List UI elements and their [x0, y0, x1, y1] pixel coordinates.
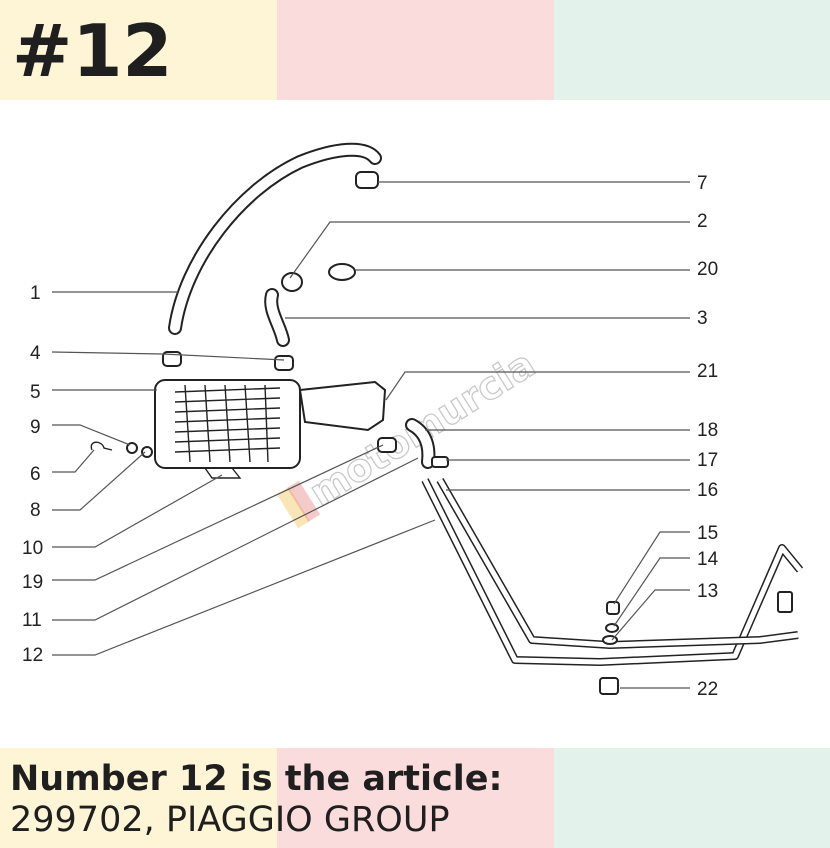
callout-22: 22: [697, 679, 718, 700]
header-band-pink: [277, 0, 554, 100]
part-8: [141, 446, 153, 458]
part-cover-21: [298, 380, 387, 432]
callout-2: 2: [697, 211, 708, 232]
part-clip-4b: [274, 355, 294, 371]
callout-20: 20: [697, 259, 718, 280]
callout-9: 9: [30, 417, 41, 438]
header-band: [0, 0, 830, 100]
callout-17: 17: [697, 450, 718, 471]
part-ring-20: [328, 263, 356, 281]
callout-14: 14: [697, 549, 719, 570]
part-bracket-10: [204, 467, 242, 479]
callout-11: 11: [22, 610, 42, 631]
callout-line-9: [52, 424, 131, 446]
callout-line-11: [52, 457, 419, 621]
callout-12: 12: [22, 645, 43, 666]
caption-title: Number 12 is the article:: [10, 759, 503, 799]
callout-1: 1: [30, 283, 41, 304]
callout-6: 6: [30, 464, 41, 485]
callout-18: 18: [697, 420, 718, 441]
part-bolt-15: [606, 601, 620, 615]
callout-16: 16: [697, 480, 718, 501]
callout-line-13: [611, 589, 690, 641]
part-17: [431, 456, 449, 468]
callout-line-4: [51, 351, 285, 361]
callouts: 1 2 3 4 5 6 7 8 9 10 11 12 13 14 15 16 1: [22, 173, 719, 700]
watermark: motomurcia: [276, 341, 543, 529]
page-number: #12: [12, 9, 173, 93]
footer-band-yellow: [0, 748, 277, 848]
caption: Number 12 is the article: 299702, PIAGGI…: [10, 758, 502, 840]
part-clip-4a: [162, 351, 182, 367]
callout-21: 21: [697, 361, 718, 382]
watermark-logo-bar: [276, 486, 310, 529]
footer-band: [0, 748, 830, 848]
part-9: [126, 442, 138, 454]
parts-diagram: motomurcia: [22, 142, 804, 700]
callout-line-12: [52, 519, 436, 656]
part-pipe-12: [421, 478, 804, 666]
callout-19: 19: [22, 572, 43, 593]
callout-line-2: [289, 221, 690, 279]
part-clamp-7: [355, 171, 379, 189]
callout-8: 8: [30, 500, 41, 521]
callout-line-6: [52, 449, 95, 473]
header-band-green: [554, 0, 830, 100]
callout-7: 7: [697, 173, 708, 194]
part-19: [377, 437, 397, 453]
callout-line-8: [52, 451, 146, 511]
footer-band-green: [554, 748, 830, 848]
callout-line-19: [52, 444, 384, 581]
callout-line-21: [385, 371, 690, 401]
part-hose-1: [168, 142, 382, 335]
callout-15: 15: [697, 523, 718, 544]
part-nut-2: [281, 272, 303, 292]
callout-5: 5: [30, 382, 41, 403]
part-hose-3: [264, 288, 290, 347]
part-nut-22: [599, 677, 619, 695]
part-washer-14: [605, 623, 619, 633]
header-band-yellow: [0, 0, 277, 100]
callout-13: 13: [697, 581, 718, 602]
callout-10: 10: [22, 538, 43, 559]
callout-4: 4: [30, 343, 41, 364]
callout-line-14: [613, 557, 690, 627]
part-radiator-5: [154, 379, 301, 469]
callout-3: 3: [697, 308, 708, 329]
footer-band-pink: [277, 748, 554, 848]
part-6: [90, 441, 113, 451]
part-pipe-bracket: [777, 591, 793, 613]
callout-line-10: [52, 474, 223, 548]
callout-line-15: [613, 531, 690, 605]
caption-body: 299702, PIAGGIO GROUP: [10, 800, 450, 840]
